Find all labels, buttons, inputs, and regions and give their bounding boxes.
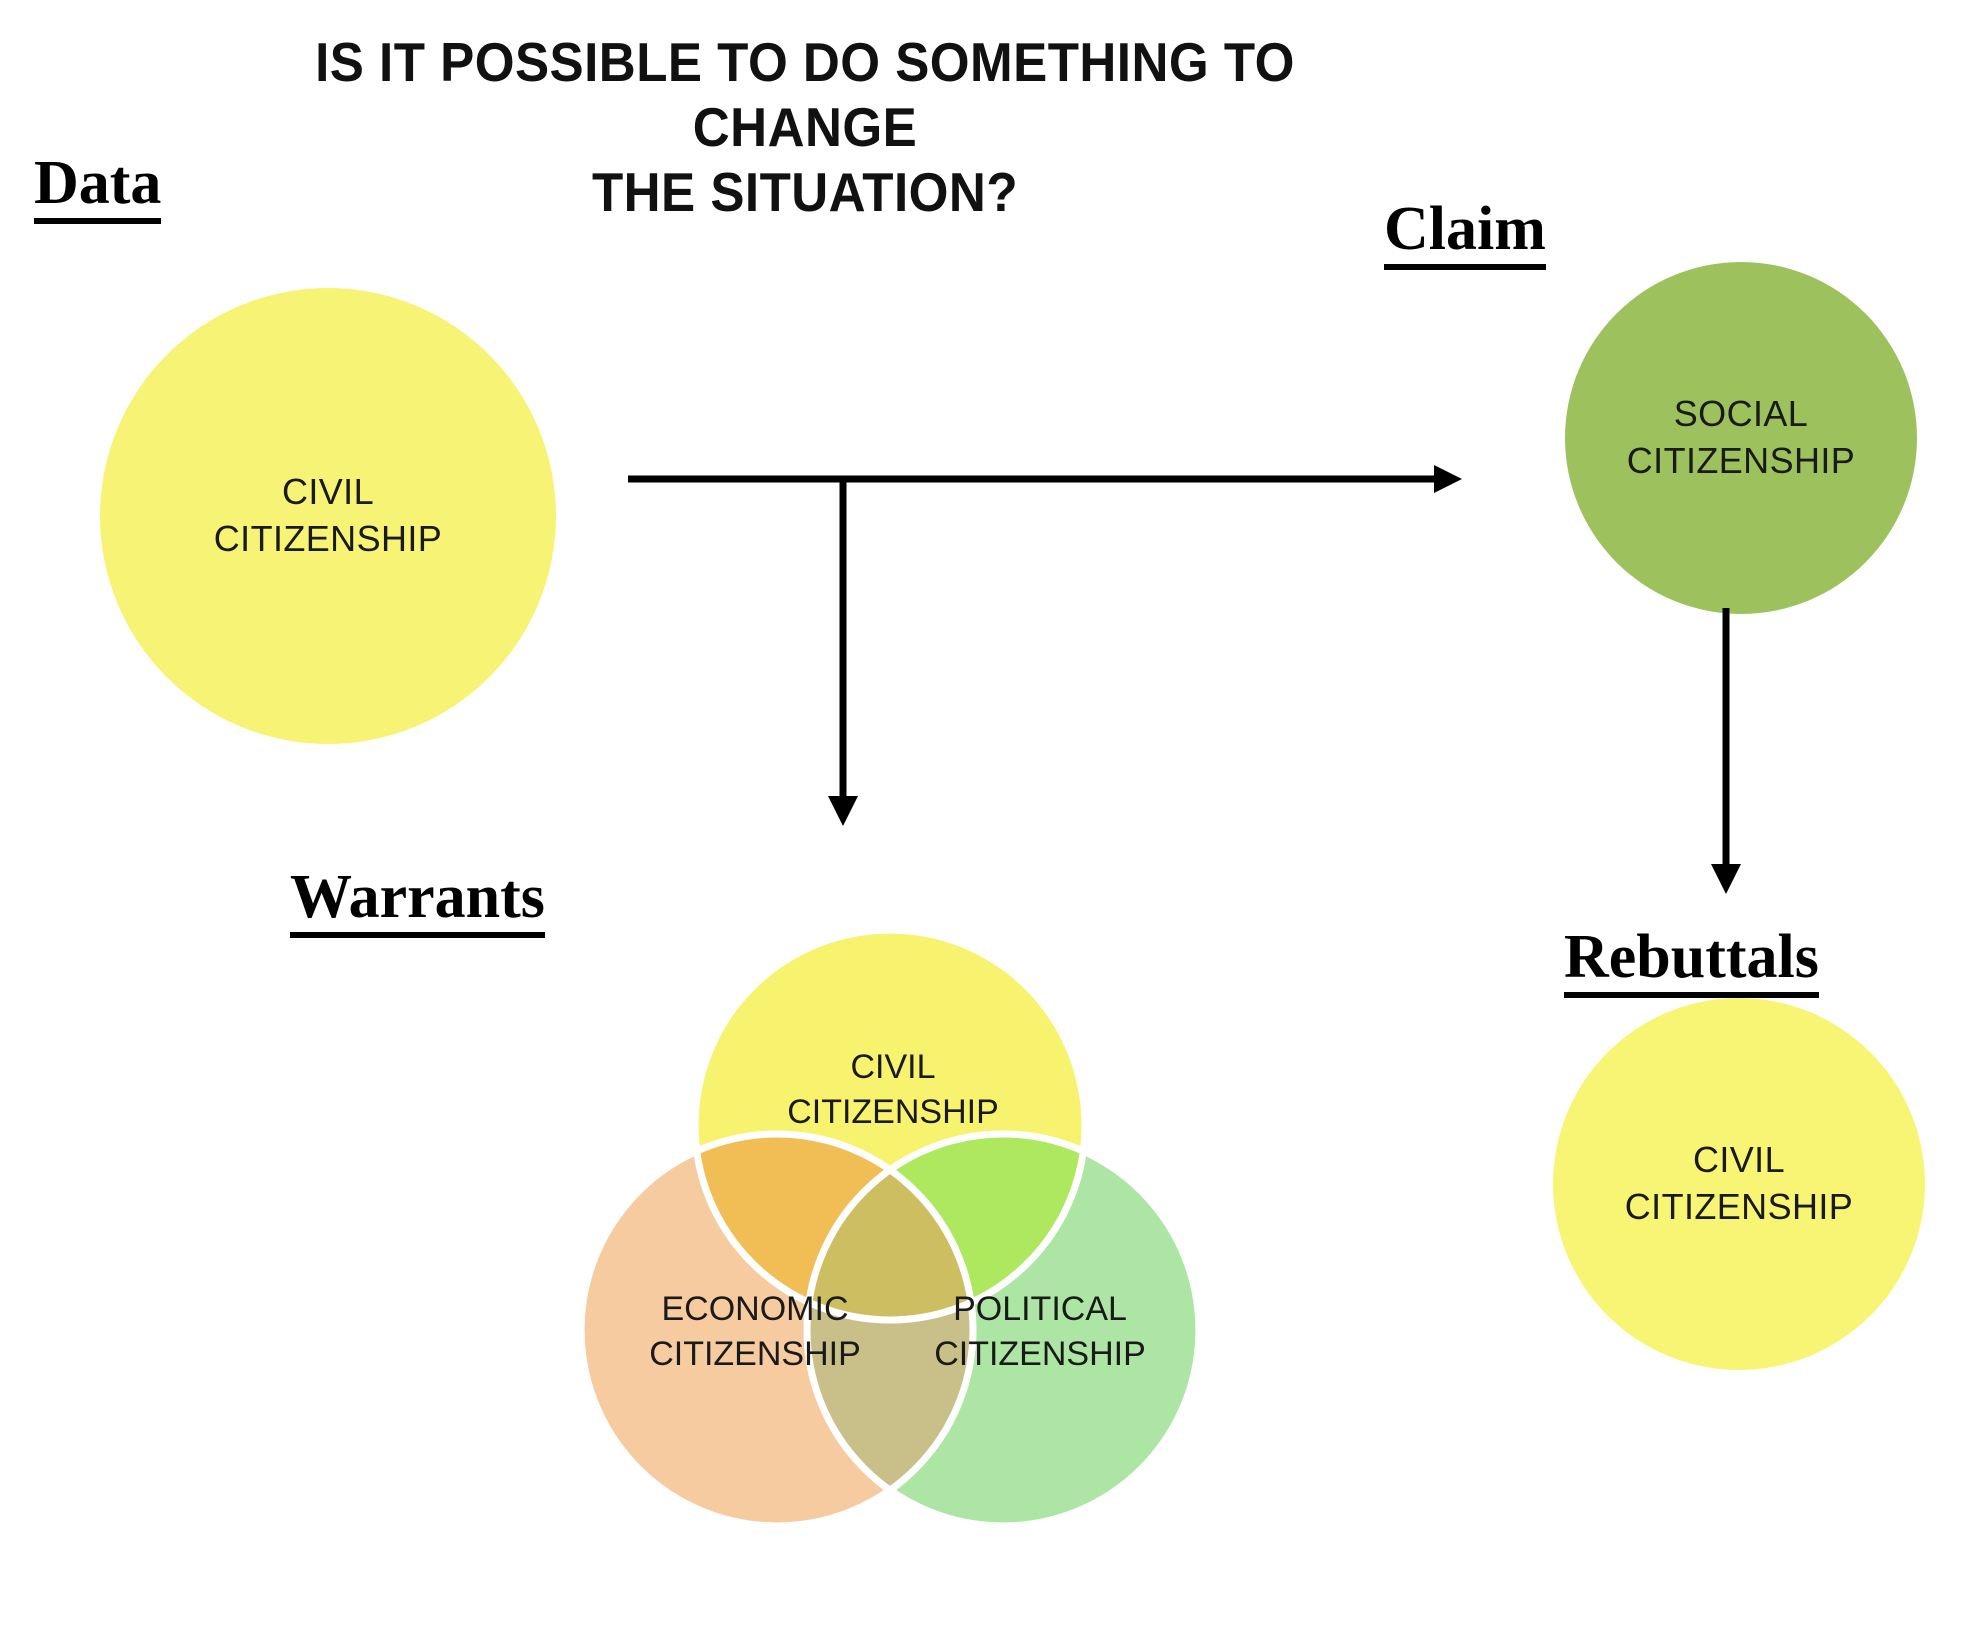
section-label-rebuttals-text: Rebuttals (1564, 926, 1819, 998)
venn-label-civil-line2: CITIZENSHIP (787, 1093, 999, 1131)
venn-label-political-line1: POLITICAL (953, 1290, 1127, 1328)
section-label-claim: Claim (1384, 198, 1546, 270)
section-label-data: Data (34, 152, 162, 224)
page-title: IS IT POSSIBLE TO DO SOMETHING TO CHANGE… (270, 30, 1340, 225)
page-title-line-1: IS IT POSSIBLE TO DO SOMETHING TO CHANGE (315, 31, 1295, 158)
warrants-venn-diagram: CIVIL CITIZENSHIP ECONOMIC CITIZENSHIP P… (577, 926, 1203, 1530)
venn-label-political-line2: CITIZENSHIP (934, 1335, 1146, 1373)
section-label-data-text: Data (34, 152, 162, 224)
section-label-claim-text: Claim (1384, 198, 1546, 270)
section-label-warrants: Warrants (290, 866, 545, 938)
venn-outline-civil (691, 926, 1089, 1324)
venn-label-civil-line1: CIVIL (850, 1048, 935, 1086)
section-label-rebuttals: Rebuttals (1564, 926, 1819, 998)
venn-label-economic-line1: ECONOMIC (662, 1290, 849, 1328)
arrow-data-to-warrants (828, 479, 858, 826)
venn-outline-political (803, 1130, 1203, 1530)
page-title-line-2: THE SITUATION? (591, 160, 1019, 223)
venn-label-economic-line2: CITIZENSHIP (649, 1335, 861, 1373)
venn-outline-economic (577, 1130, 977, 1530)
venn-overlap-all-three (807, 1134, 973, 1320)
section-label-warrants-text: Warrants (290, 866, 545, 938)
arrow-data-to-claim (628, 465, 1462, 493)
arrow-claim-to-rebuttals (1711, 608, 1741, 894)
